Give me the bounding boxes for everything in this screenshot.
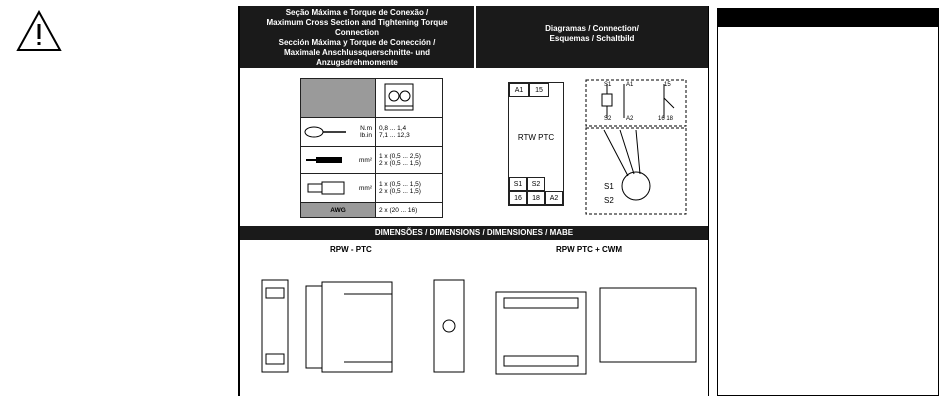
- value-cell: 1 x (0,5 ... 1,5) 2 x (0,5 ... 1,5): [375, 173, 443, 203]
- terminal-cell: S2: [527, 177, 545, 191]
- header-line: Maximale Anschlussquerschnitte- und: [284, 48, 430, 57]
- terminal-block-diagram: A1 15 RTW PTC S1 S2 16 18 A2: [508, 82, 564, 206]
- schematic-label: 15: [664, 82, 671, 88]
- ferrule-wire-icon: [307, 181, 345, 195]
- header-line: Esquemas / Schaltbild: [549, 34, 635, 43]
- unit-label: lb.in: [360, 132, 372, 139]
- value-line: 0,8 ... 1,4: [379, 125, 407, 132]
- schematic-label: S1: [604, 182, 614, 191]
- schematic-label: S2: [604, 116, 612, 122]
- unit-label: mm²: [359, 156, 372, 164]
- terminal-cell: A2: [545, 191, 563, 205]
- screwdriver-cell: N.m lb.in: [300, 117, 376, 147]
- terminal-cell: 16: [509, 191, 527, 205]
- schematic-label: S2: [604, 196, 614, 205]
- wiring-schematic: S1 A1 15 S2 A2 16 18 S1 S2: [584, 78, 688, 216]
- terminal-cell: 18: [527, 191, 545, 205]
- header-line: Seção Máxima e Torque de Conexão /: [285, 8, 429, 17]
- terminal-cell: 15: [529, 83, 549, 97]
- value-cell: 2 x (20 ... 16): [375, 202, 443, 218]
- rpw-ptc-drawing: [244, 258, 474, 394]
- header-line: Maximum Cross Section and Tightening Tor…: [266, 18, 448, 27]
- right-dim-title: RPW PTC + CWM: [556, 245, 622, 254]
- value-line: 1 x (0,5 ... 2,5): [379, 153, 421, 160]
- schematic-label: A1: [626, 82, 634, 88]
- left-dim-title: RPW - PTC: [330, 245, 372, 254]
- solid-wire-icon: [306, 157, 342, 163]
- section-header-torque: Seção Máxima e Torque de Conexão / Maxim…: [240, 6, 474, 68]
- terminal-cell: S1: [509, 177, 527, 191]
- schematic-label: A2: [626, 116, 634, 122]
- right-frame-border: [708, 6, 709, 396]
- terminal-screw-icon: [384, 83, 414, 111]
- left-frame-border: [238, 6, 240, 396]
- header-line: Sección Máxima y Torque de Conección /: [278, 38, 436, 47]
- side-panel-header: [717, 8, 939, 26]
- value-line: 2 x (0,5 ... 1,5): [379, 160, 421, 167]
- header-line: Diagramas / Connection/: [545, 24, 639, 33]
- dimensions-banner: DIMENSÕES / DIMENSIONS / DIMENSIONES / M…: [240, 226, 708, 240]
- value-cell: 1 x (0,5 ... 2,5) 2 x (0,5 ... 1,5): [375, 146, 443, 174]
- section-header-diagrams: Diagramas / Connection/ Esquemas / Schal…: [476, 6, 708, 68]
- unit-label: N.m: [360, 125, 372, 132]
- terminal-image-cell: [375, 78, 443, 118]
- table-corner: [300, 78, 376, 118]
- terminal-cell: A1: [509, 83, 529, 97]
- schematic-label: S1: [604, 82, 612, 88]
- torque-table: N.m lb.in 0,8 ... 1,4 7,1 ... 12,3 mm²: [300, 78, 443, 218]
- screwdriver-icon: [304, 126, 346, 138]
- awg-label: AWG: [300, 202, 376, 218]
- ferrule-cell: mm²: [300, 173, 376, 203]
- banner-text: DIMENSÕES / DIMENSIONS / DIMENSIONES / M…: [374, 228, 574, 237]
- schematic-label: 16 18: [658, 116, 674, 122]
- value-line: 2 x (0,5 ... 1,5): [379, 188, 421, 195]
- header-line: Anzugsdrehmomente: [316, 58, 398, 67]
- value-cell: 0,8 ... 1,4 7,1 ... 12,3: [375, 117, 443, 147]
- device-label: RTW PTC: [517, 132, 555, 142]
- wire-cell: mm²: [300, 146, 376, 174]
- unit-label: mm²: [359, 184, 372, 192]
- warning-icon: [16, 9, 62, 52]
- value-line: 7,1 ... 12,3: [379, 132, 410, 139]
- rpw-ptc-cwm-drawing: [480, 258, 706, 394]
- header-line: Connection: [335, 28, 379, 37]
- side-panel: [717, 26, 939, 396]
- value-line: 1 x (0,5 ... 1,5): [379, 181, 421, 188]
